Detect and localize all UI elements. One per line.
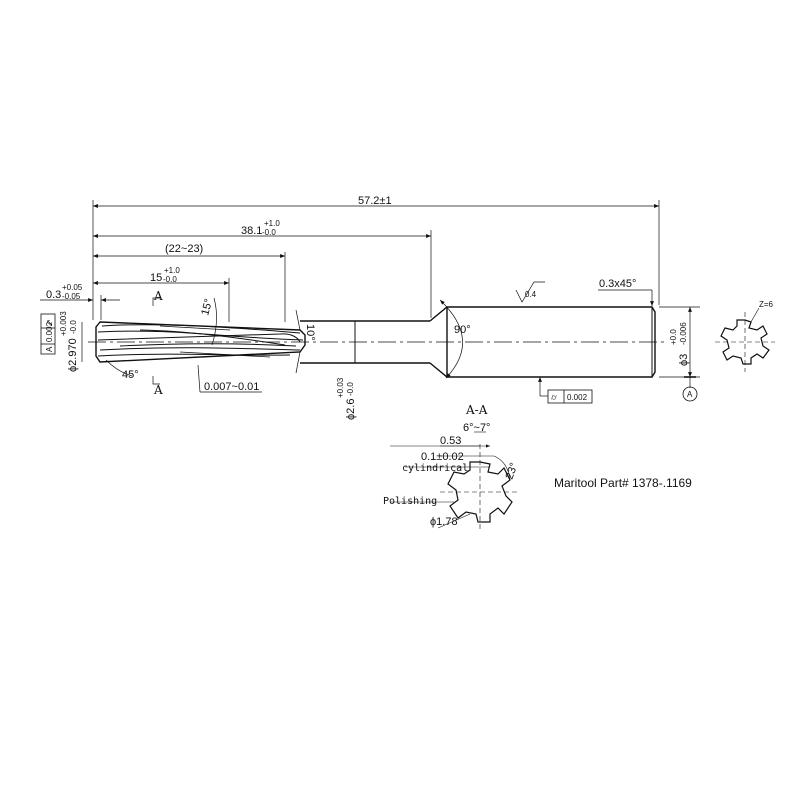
shank-diameter-lower: -0.006 [679,322,688,345]
margin-type-label: cylindrical [402,463,468,474]
neck-diameter-upper: +0.03 [336,377,345,398]
part-number: Maritool Part# 1378-.1169 [554,476,692,490]
front-chamfer-lower: -0.05 [62,292,81,301]
overall-length-label: 57.2±1 [358,195,392,207]
section-profile [447,461,513,523]
section-mark-bottom: A [153,383,163,397]
section-a-a: A-A 6°~7° 0.53 0.1±0.02 cylindrical 23° … [383,403,521,532]
flute-to-shank-length-label: 38.1 [241,225,262,237]
cutting-diameter-label: ϕ2.970 [67,338,79,372]
front-chamfer-label: 0.3 [46,289,61,301]
dimension-text: 57.2±1 38.1 +1.0 -0.0 (22~23) 15 +1.0 -0… [45,195,693,420]
cutting-length-upper: +1.0 [164,266,180,275]
neck-diameter-label: ϕ2.6 [345,399,357,420]
datum-label: A [687,390,693,399]
cylindricity-symbol: ⌭ [551,393,557,402]
runout-datum: A [45,346,54,352]
neck-diameter-lower: -0.0 [346,382,355,396]
helix-angle-label: 15° [199,298,215,317]
core-diameter-label: ϕ1.78 [430,516,458,528]
margin-label: 0.1±0.02 [421,451,464,463]
shank-diameter-upper: +0.0 [669,329,678,345]
cutting-diameter-upper: +0.003 [59,311,68,336]
relief-angle-label: 23° [504,461,521,481]
datum-circle [682,386,698,402]
runout-symbol: ↗ [45,319,54,326]
cylindricity-value: 0.002 [567,393,588,402]
land-width-label: 0.53 [440,435,461,447]
rake-angle-label: 6°~7° [463,422,490,434]
cutting-diameter-lower: -0.0 [69,320,78,334]
section-mark-top: A [153,289,163,303]
flute-to-shank-upper: +1.0 [264,219,280,228]
taper-angle-label: 10° [304,324,316,341]
flute-count-label: Z=6 [759,300,774,309]
runout-callout [40,313,56,355]
runout-value: 0.002 [45,321,54,342]
polishing-label: Polishing [383,496,437,507]
flute-length-range-label: (22~23) [165,243,203,255]
end-view-profile [720,319,770,365]
roughness-label: 0.4 [525,290,537,299]
cutting-length-lower: -0.0 [163,275,177,284]
front-chamfer-upper: +0.05 [62,283,83,292]
section-title: A-A [465,403,488,417]
cylindricity-callout [547,389,593,404]
shoulder-angle-label: 90° [454,324,471,336]
shank-chamfer-label: 0.3x45° [599,278,636,290]
back-taper-label: 0.007~0.01 [204,381,259,393]
dimension-geometry [40,200,700,397]
end-view: Z=6 [715,300,775,372]
flute-to-shank-lower: -0.0 [262,228,276,237]
front-angle-label: 45° [122,369,139,381]
cutting-length-label: 15 [150,272,162,284]
shank-diameter-label: ϕ3 [678,354,690,366]
